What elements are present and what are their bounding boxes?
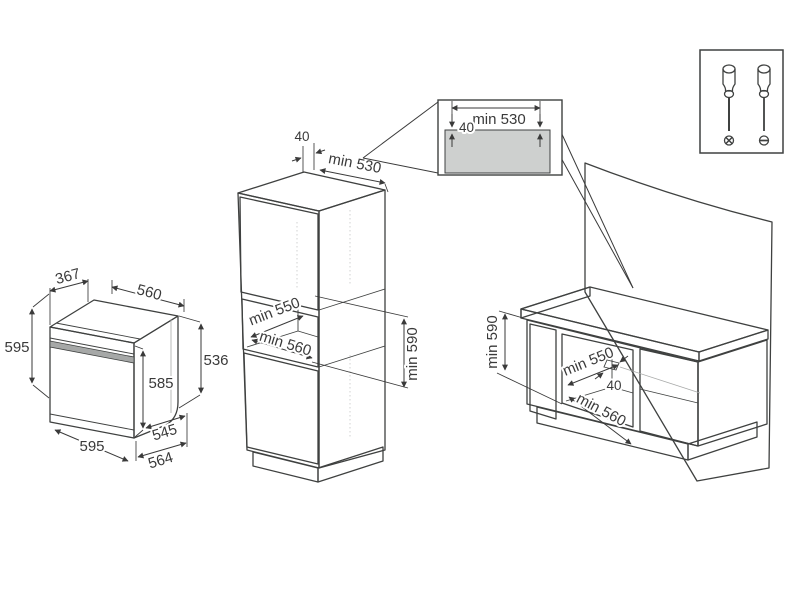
base-niche-opening <box>561 333 634 428</box>
oven-depth-inner-dim-label: 545 <box>150 421 179 445</box>
base-rear-gap-dim-label: 40 <box>606 378 621 393</box>
hidden-rear-gap-line <box>619 366 701 394</box>
base-side-face <box>697 339 768 447</box>
cabinet-front-face <box>237 192 320 469</box>
oven-front-face <box>49 326 135 439</box>
oven-width-dim-label: 595 <box>79 438 104 455</box>
slotted-screwdriver-icon <box>757 64 771 146</box>
oven-height-dim-label: 595 <box>4 339 29 356</box>
phillips-screwdriver-icon <box>722 64 736 146</box>
base-niche-depth-dim-label: min 550 <box>560 344 616 380</box>
oven-handle-bar <box>49 340 135 364</box>
detail-gap-dim-label: 40 <box>459 120 474 135</box>
slotted-screw-head-icon <box>758 135 770 146</box>
built-in-oven-drawing: 367 560 595 585 536 595 545 564 <box>2 263 230 474</box>
phillips-screw-head-icon <box>723 135 735 146</box>
cabinet-side-face <box>318 189 386 469</box>
lower-door <box>243 352 319 465</box>
upper-door <box>239 196 319 311</box>
tall-cabinet-drawing: 40 min 530 min 550 min 560 min 590 <box>237 127 423 483</box>
tools-required-panel <box>699 49 784 154</box>
detail-width-dim-label: min 530 <box>472 111 525 128</box>
wall-panel <box>584 162 773 482</box>
oven-top-depth-dim-label: 367 <box>54 265 83 288</box>
column-rear-gap-dim-label: 40 <box>294 129 309 144</box>
rear-gap-cutout-mark <box>603 359 620 371</box>
oven-depth-outer-dim-label: 564 <box>146 449 175 473</box>
oven-niche-opening <box>241 298 319 368</box>
oven-door-bottom-gap <box>49 413 135 431</box>
base-left-door <box>529 323 557 420</box>
detail-callout-leader-left-upper <box>362 101 439 159</box>
tools-box-frame <box>699 49 784 154</box>
worktop-left-edge <box>520 286 591 319</box>
base-plinth-side <box>687 421 758 461</box>
detail-callout-leader-left-lower <box>362 157 439 174</box>
oven-top-width-dim-label: 560 <box>135 281 164 304</box>
plinth-side <box>317 446 384 483</box>
oven-body-depth-dim-label: 536 <box>203 352 228 369</box>
oven-control-strip <box>49 337 135 355</box>
base-right-panel <box>639 348 699 447</box>
oven-door-height-dim-label: 585 <box>148 375 173 392</box>
cabinet-top-face <box>237 171 386 212</box>
base-niche-height-dim-label: min 590 <box>484 315 501 368</box>
detail-callout-leader-right-upper <box>559 129 634 289</box>
base-cabinet-drawing: min 590 min 550 40 min 560 <box>482 162 773 482</box>
worktop-right-edge <box>698 329 769 362</box>
oven-top-face <box>49 299 179 344</box>
worktop-detail-inset: min 530 40 <box>362 99 634 289</box>
column-niche-height-dim-label: min 590 <box>404 327 421 380</box>
detail-inset-panel <box>444 129 551 174</box>
oven-top-lip <box>55 322 141 340</box>
detail-callout-leader-right-lower <box>559 155 634 289</box>
